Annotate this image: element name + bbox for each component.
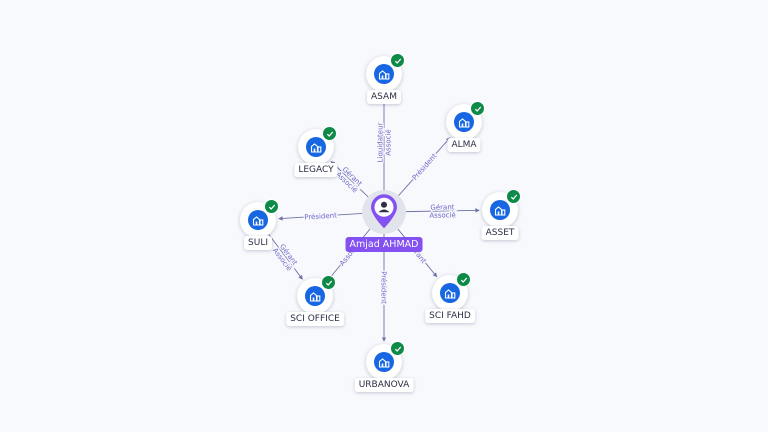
company-label-asset[interactable]: ASSET	[481, 226, 519, 240]
company-node-suli[interactable]	[240, 199, 279, 238]
company-label-urbanova[interactable]: URBANOVA	[354, 378, 414, 392]
building-icon	[248, 210, 268, 230]
company-label-asam[interactable]: ASAM	[367, 90, 401, 104]
building-icon	[490, 200, 510, 220]
check-badge-icon	[506, 189, 521, 204]
company-node-asam[interactable]	[366, 53, 405, 92]
edge-suli-sci-office	[268, 234, 303, 280]
edge-center-alma	[398, 137, 451, 196]
edge-center-suli	[278, 212, 363, 221]
edge-role-text: Liquidateur	[377, 123, 385, 163]
building-icon	[306, 137, 326, 157]
company-label-sci-fahd[interactable]: SCI FAHD	[425, 309, 475, 323]
company-label-legacy[interactable]: LEGACY	[294, 163, 338, 177]
edge-role-text: Président	[411, 152, 439, 182]
check-badge-icon	[390, 53, 405, 68]
center-person-label[interactable]: Amjad AHMAD	[345, 237, 423, 252]
edge-role-text: Gérant	[430, 203, 454, 211]
edge-role-text: Associé	[429, 211, 456, 219]
edge-label-alma: Président	[410, 151, 440, 183]
company-label-sci-office[interactable]: SCI OFFICE	[286, 312, 344, 326]
edge-center-asset	[405, 208, 480, 213]
check-badge-icon	[264, 199, 279, 214]
person-pin-icon	[371, 194, 397, 229]
company-node-alma[interactable]	[446, 101, 485, 140]
building-icon	[454, 112, 474, 132]
check-badge-icon	[470, 101, 485, 116]
check-badge-icon	[321, 275, 336, 290]
building-icon	[440, 283, 460, 303]
company-node-asset[interactable]	[482, 189, 521, 228]
edge-center-sci-fahd	[397, 228, 438, 278]
edge-role-text: Associé	[385, 129, 393, 155]
center-person-node[interactable]	[362, 190, 406, 234]
company-label-suli[interactable]: SULI	[244, 236, 272, 250]
edge-role-text: Président	[304, 211, 337, 221]
building-icon	[374, 352, 394, 372]
company-node-legacy[interactable]	[298, 126, 337, 165]
edge-role-text: Président	[380, 271, 388, 304]
building-icon	[374, 64, 394, 84]
company-node-urbanova[interactable]	[366, 341, 405, 380]
check-badge-icon	[322, 126, 337, 141]
company-label-alma[interactable]: ALMA	[447, 138, 481, 152]
check-badge-icon	[456, 272, 471, 287]
building-icon	[305, 286, 325, 306]
edge-label-suli: Président	[303, 210, 339, 223]
company-node-sci-office[interactable]	[297, 275, 336, 314]
check-badge-icon	[390, 341, 405, 356]
edge-label-urbanova: Président	[378, 270, 389, 305]
company-node-sci-fahd[interactable]	[432, 272, 471, 311]
